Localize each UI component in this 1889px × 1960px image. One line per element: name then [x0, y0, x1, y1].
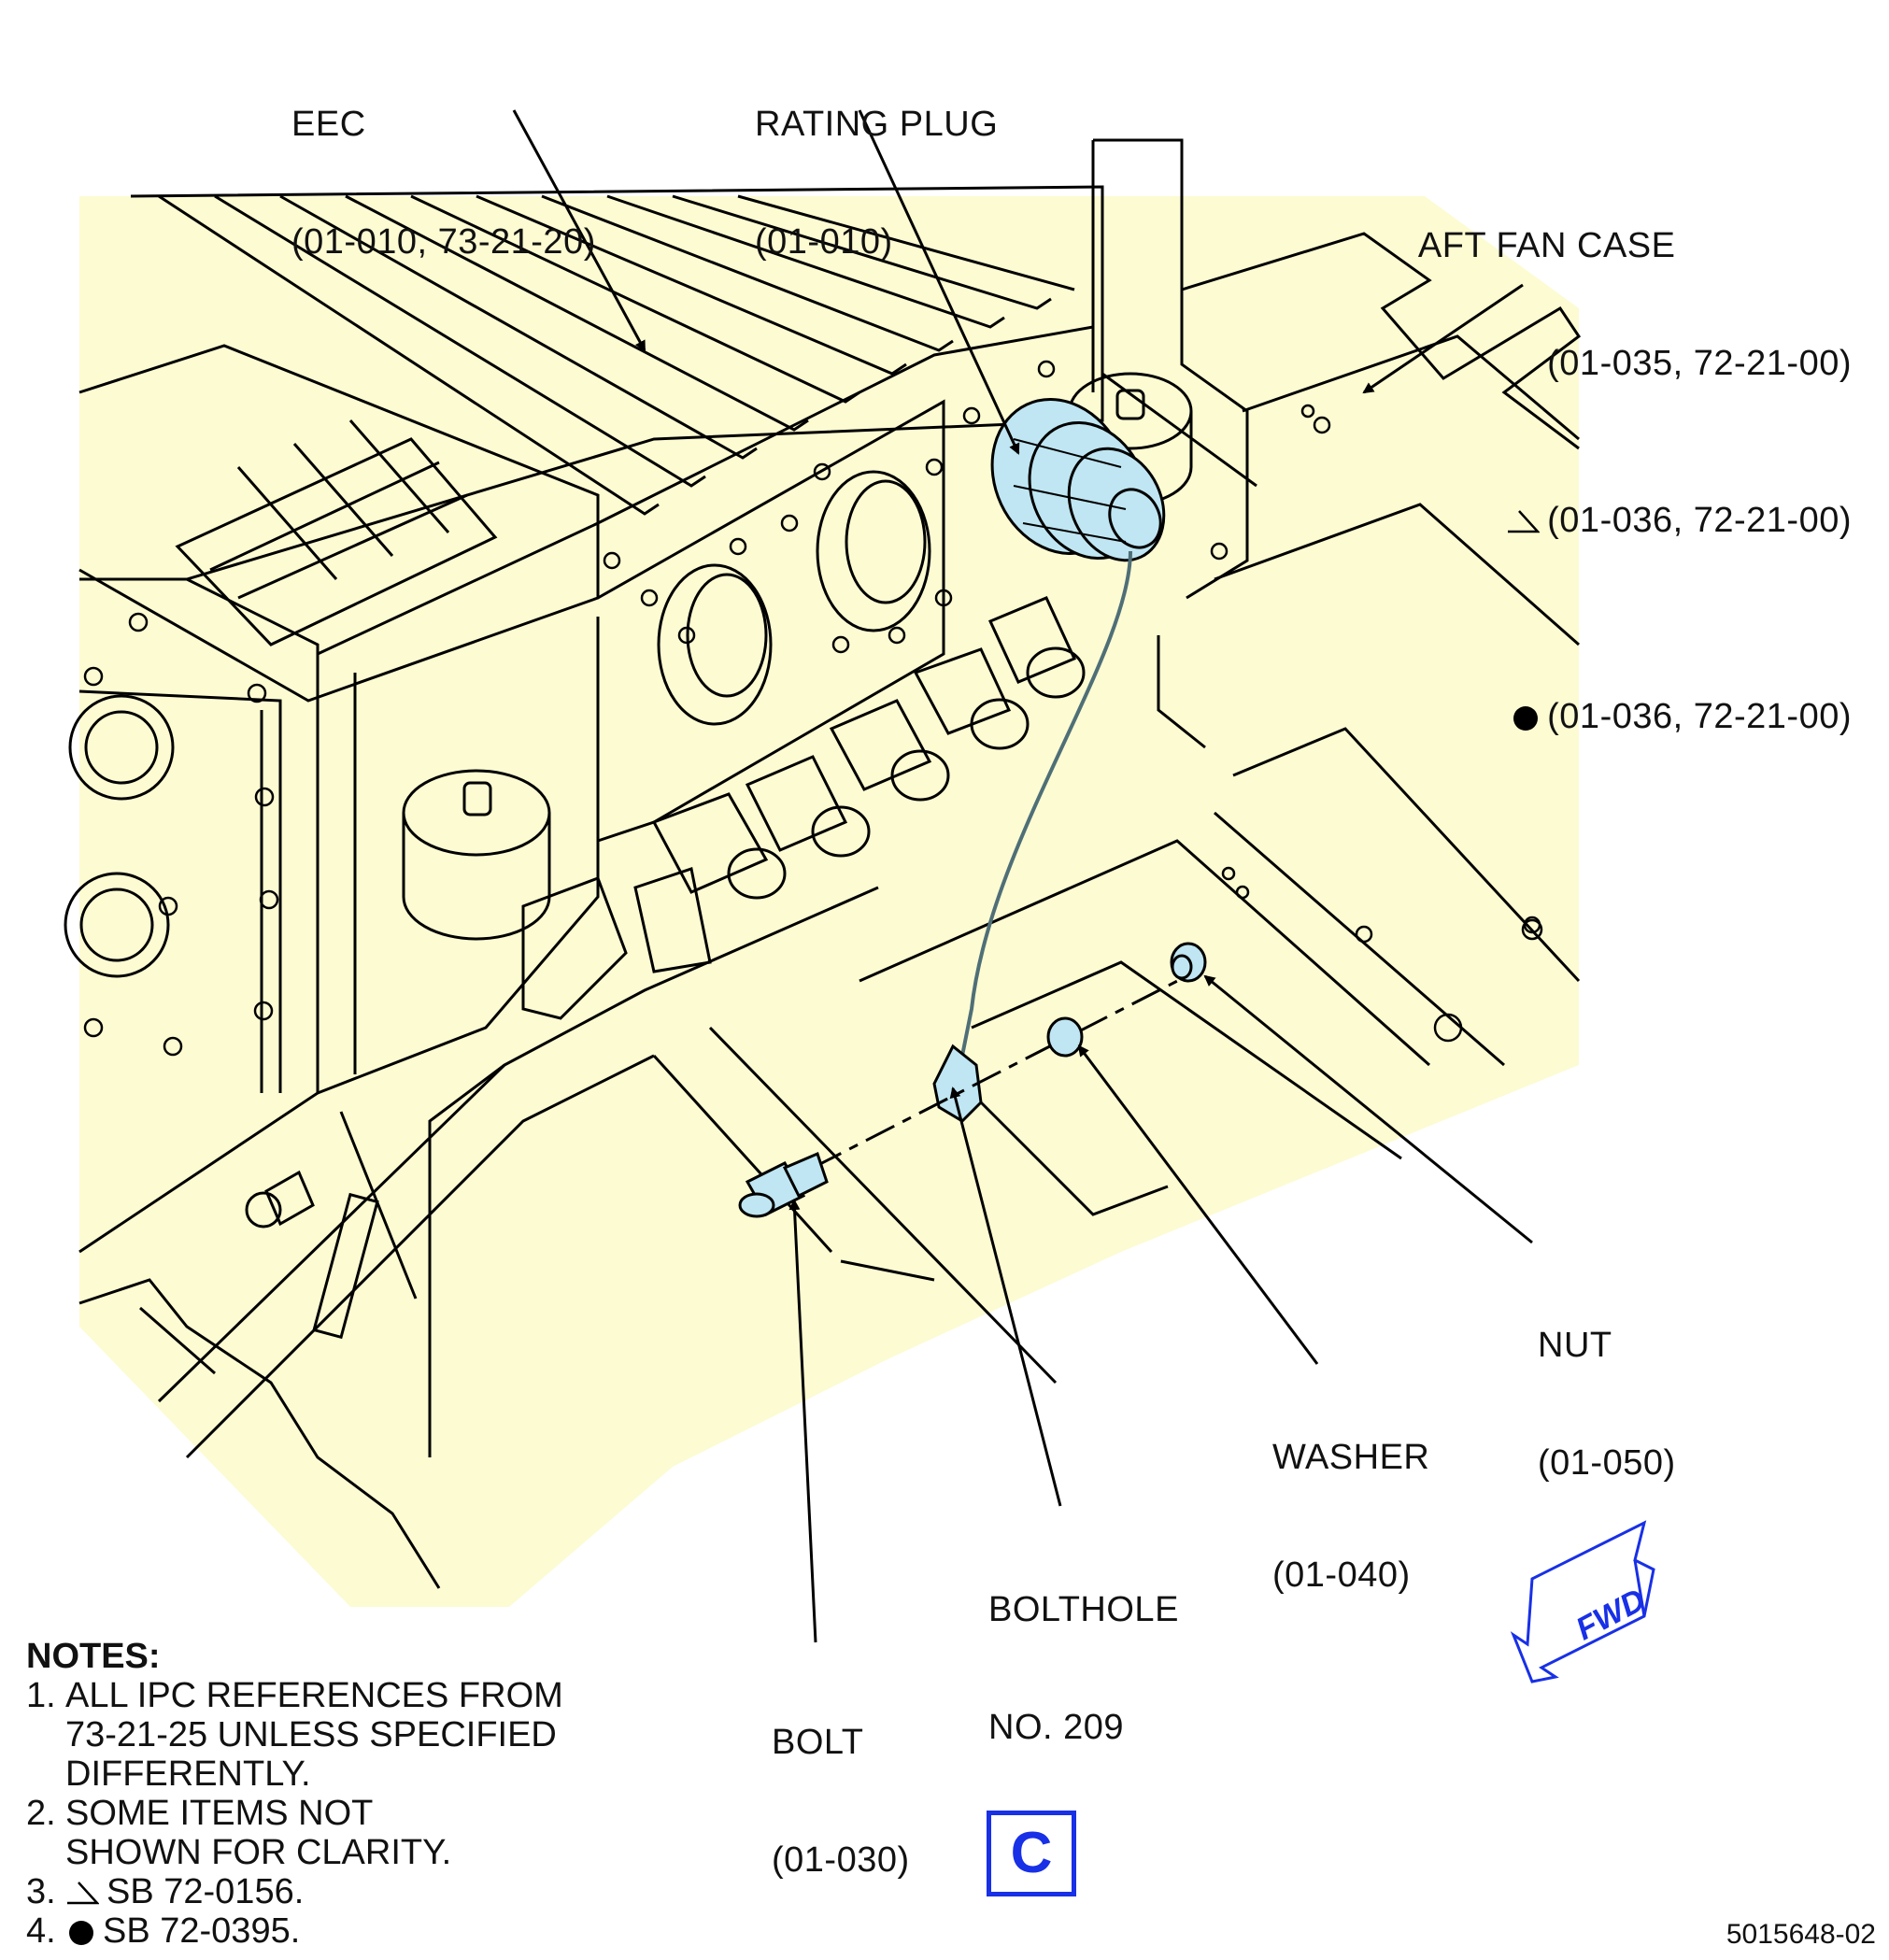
- callout-bolthole-name: BOLTHOLE: [988, 1590, 1179, 1629]
- callout-bolt: BOLT (01-030): [772, 1644, 910, 1919]
- note-3-number: 3.: [26, 1872, 56, 1911]
- nut: [1170, 942, 1207, 983]
- callout-washer-ref: (01-040): [1272, 1555, 1411, 1595]
- washer: [1046, 1016, 1084, 1058]
- note-4-number: 4.: [26, 1911, 56, 1951]
- note-1-line-2: 73-21-25 UNLESS SPECIFIED: [65, 1715, 557, 1754]
- document-number: 5015648-02: [1726, 1919, 1876, 1950]
- note-2-line-1: SOME ITEMS NOT: [65, 1794, 374, 1833]
- callout-aft-fan-case-ref-2-text: (01-036, 72-21-00): [1547, 501, 1852, 540]
- lanyard-tab: [932, 1044, 983, 1123]
- callout-bolthole-ref: NO. 209: [988, 1708, 1125, 1747]
- sb-0395-dot-icon: [1513, 706, 1539, 731]
- callout-rating-plug-ref: (01-010): [755, 222, 893, 262]
- eec-data-grid: [175, 419, 498, 646]
- notes-block: NOTES: 1. ALL IPC REFERENCES FROM 73-21-…: [26, 1637, 563, 1951]
- note-1-line-1: ALL IPC REFERENCES FROM: [65, 1676, 563, 1715]
- callout-nut-name: NUT: [1538, 1326, 1612, 1365]
- callout-aft-fan-case: AFT FAN CASE (01-035, 72-21-00) (01-036,…: [1418, 148, 1852, 815]
- leader-aft-fan-case: [1362, 283, 1524, 394]
- note-1-text: ALL IPC REFERENCES FROM 73-21-25 UNLESS …: [65, 1676, 563, 1794]
- note-4: 4. SB 72-0395.: [26, 1911, 563, 1951]
- eec-mount-bracket: [521, 867, 712, 1020]
- notes-heading: NOTES:: [26, 1637, 161, 1676]
- note-2: 2. SOME ITEMS NOT SHOWN FOR CLARITY.: [26, 1794, 563, 1872]
- callout-aft-fan-case-ref-3: (01-036, 72-21-00): [1465, 658, 1852, 775]
- eec-cooling-fins: [158, 194, 1075, 516]
- bolthole-209-block: [245, 1170, 315, 1229]
- leader-nut: [1203, 974, 1533, 1244]
- eec-unit: [64, 185, 1193, 1254]
- callout-rating-plug-name: RATING PLUG: [755, 105, 999, 144]
- callout-aft-fan-case-name: AFT FAN CASE: [1417, 226, 1676, 265]
- eec-cylinder: [402, 769, 551, 941]
- callout-aft-fan-case-ref-1: (01-035, 72-21-00): [1547, 344, 1852, 383]
- installation-centerline: [812, 974, 1187, 1170]
- fwd-arrow-icon: FWD: [1510, 1520, 1655, 1683]
- note-2-line-2: SHOWN FOR CLARITY.: [65, 1833, 452, 1872]
- eec-bolt-heads: [83, 360, 1543, 1057]
- leader-lines: [512, 109, 1533, 1643]
- callout-aft-fan-case-ref-3-text: (01-036, 72-21-00): [1547, 697, 1852, 736]
- eec-connectors: [657, 470, 931, 726]
- sb-0395-dot-icon: [69, 1921, 93, 1945]
- callout-washer-name: WASHER: [1272, 1438, 1430, 1477]
- aft-fan-case-structure: [78, 138, 1582, 1589]
- callout-bolthole: BOLTHOLE NO. 209: [988, 1512, 1179, 1786]
- callout-eec-ref: (01-010, 73-21-20): [291, 222, 596, 262]
- sb-0156-triangle-icon: [67, 1882, 99, 1905]
- callout-rating-plug: RATING PLUG (01-010): [755, 26, 998, 301]
- callout-bolt-name: BOLT: [772, 1723, 864, 1762]
- note-3-body: SB 72-0156.: [65, 1872, 304, 1911]
- callout-eec-name: EEC: [291, 105, 366, 144]
- rating-plug-lanyard: [960, 550, 1132, 1057]
- callout-washer: WASHER (01-040): [1272, 1359, 1429, 1634]
- note-3-text: SB 72-0156.: [107, 1872, 305, 1911]
- leader-bolt: [788, 1199, 817, 1643]
- eec-fittings: [651, 596, 1086, 900]
- callout-nut-ref: (01-050): [1538, 1443, 1676, 1483]
- callout-eec: EEC (01-010, 73-21-20): [291, 26, 596, 301]
- note-1-line-3: DIFFERENTLY.: [65, 1754, 311, 1794]
- leader-bolthole: [949, 1087, 1062, 1507]
- sb-0156-triangle-icon: [1508, 510, 1541, 533]
- callout-nut: NUT (01-050): [1538, 1247, 1676, 1522]
- callout-bolt-ref: (01-030): [772, 1840, 910, 1880]
- note-2-number: 2.: [26, 1794, 56, 1833]
- note-4-text: SB 72-0395.: [103, 1911, 301, 1951]
- leader-rating-plug: [858, 109, 1020, 455]
- illustration-background: [79, 196, 1579, 1607]
- leader-eec: [512, 109, 646, 352]
- note-2-text: SOME ITEMS NOT SHOWN FOR CLARITY.: [65, 1794, 451, 1872]
- callout-aft-fan-case-ref-2: (01-036, 72-21-00): [1465, 462, 1852, 579]
- rating-plug: [990, 397, 1166, 562]
- leader-washer: [1077, 1044, 1319, 1365]
- note-1-number: 1.: [26, 1676, 56, 1715]
- view-label: C: [987, 1811, 1076, 1896]
- note-4-body: SB 72-0395.: [65, 1911, 300, 1951]
- note-3: 3. SB 72-0156.: [26, 1872, 563, 1911]
- note-1: 1. ALL IPC REFERENCES FROM 73-21-25 UNLE…: [26, 1676, 563, 1794]
